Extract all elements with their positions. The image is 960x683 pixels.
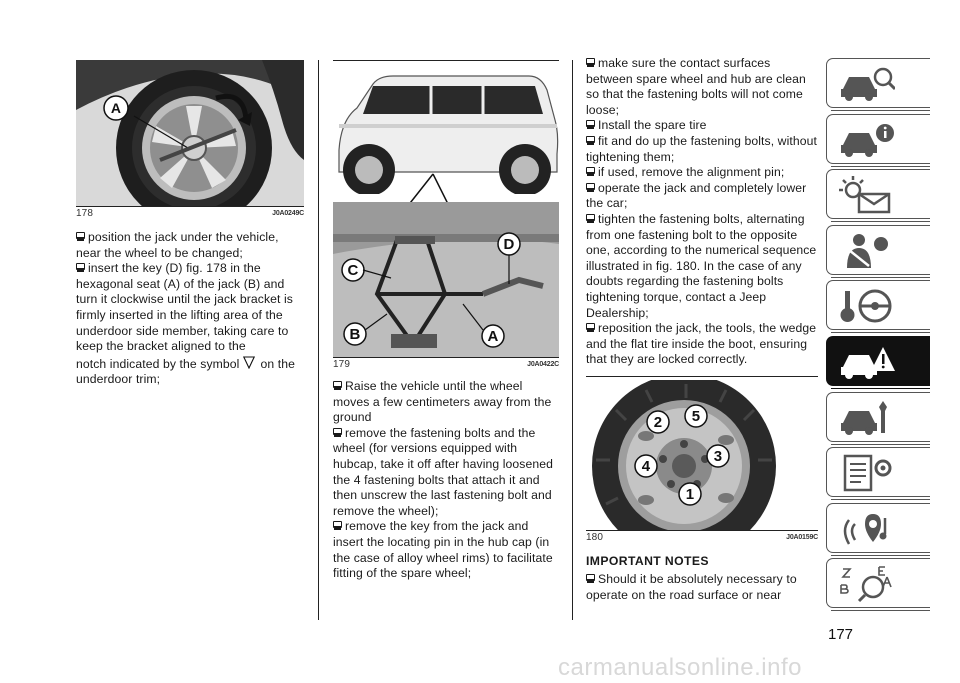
tab-car-dashboard[interactable]: [826, 58, 930, 111]
instruction-item: insert the key (D) fig. 178 in the hexag…: [76, 261, 293, 354]
page-number: 177: [828, 626, 854, 643]
bolt-sequence-3: 3: [714, 448, 722, 465]
wheel-jack-key-illustration: A: [76, 60, 304, 206]
jeep-jack-position-illustration: D C B A: [333, 64, 559, 357]
tab-technical-data[interactable]: [826, 447, 930, 501]
figure-code: J0A0422C: [527, 361, 559, 369]
instruction-item: remove the key from the jack and insert …: [333, 519, 553, 581]
figure-label-c: C: [348, 262, 359, 279]
bullet-icon: [76, 263, 85, 273]
figure-code: J0A0249C: [272, 210, 304, 218]
bullet-icon: [586, 323, 595, 333]
column-3: make sure the contact surfaces between s…: [586, 56, 818, 604]
watermark: carmanualsonline.info: [558, 654, 802, 681]
bolt-sequence-1: 1: [686, 486, 694, 503]
figure-label-a: A: [488, 328, 499, 345]
instruction-item: position the jack under the vehicle, nea…: [76, 230, 279, 260]
tab-alphabetical-index[interactable]: [826, 558, 930, 612]
section-heading: IMPORTANT NOTES: [586, 553, 709, 568]
figure-179: D C B A: [333, 64, 559, 357]
bullet-icon: [76, 232, 85, 242]
instruction-item: reposition the jack, the tools, the wedg…: [586, 321, 817, 367]
column-divider-1: [318, 60, 319, 620]
column-1: A 178 J0A0249C position the jack under t…: [76, 60, 304, 388]
bullet-icon: [586, 182, 595, 193]
instruction-item: fit and do up the fastening bolts, witho…: [586, 133, 817, 164]
figure-caption: 179 J0A0422C: [333, 357, 559, 373]
tab-maintenance[interactable]: [826, 391, 930, 445]
alphabetical-index-icon: [840, 566, 892, 603]
warning-lights-message-icon: [839, 176, 891, 214]
figure-178: A: [76, 60, 304, 206]
instruction-item: remove the fastening bolts and the wheel…: [333, 425, 554, 518]
instruction-item: Should it be absolutely necessary to ope…: [586, 572, 797, 603]
chapter-tabs: [826, 58, 930, 614]
instruction-item: Raise the vehicle until the wheel moves …: [333, 379, 552, 425]
bullet-icon: [586, 135, 595, 146]
steering-wheel-key-icon: [840, 289, 892, 323]
bullet-icon: [333, 381, 342, 391]
figure-caption: 180 J0A0159C: [586, 529, 818, 546]
bullet-icon: [586, 213, 595, 224]
figure-number: 179: [333, 359, 350, 371]
bolt-sequence-5: 5: [692, 408, 700, 425]
bolt-sequence-4: 4: [642, 458, 651, 475]
bullet-icon: [586, 58, 595, 68]
tab-steering-wheel[interactable]: [826, 280, 930, 334]
column-divider-2: [572, 60, 573, 620]
seatbelt-airbag-icon: [847, 233, 888, 268]
instruction-item: tighten the fastening bolts, alternating…: [586, 211, 817, 320]
multimedia-icon: [843, 513, 887, 545]
instruction-item: Install the spare tire: [586, 118, 818, 134]
car-emergency-icon: [841, 346, 895, 379]
car-maintenance-icon: [841, 400, 887, 435]
figure-label-d: D: [504, 236, 515, 253]
bolt-sequence-2: 2: [654, 414, 662, 431]
figure-180: 2 5 3 4 1: [586, 379, 818, 530]
technical-data-icon: [843, 454, 892, 492]
bullet-icon: [586, 167, 595, 177]
tab-seatbelt-airbag[interactable]: [826, 224, 930, 278]
tab-warning-lights[interactable]: [826, 169, 930, 223]
wheel-bolt-sequence-illustration: 2 5 3 4 1: [586, 379, 818, 530]
instruction-item: if used, remove the alignment pin;: [586, 165, 818, 181]
tab-emergency[interactable]: [826, 335, 930, 389]
figure-code: J0A0159C: [786, 534, 818, 542]
column-2: D C B A 179 J0A0422C Raise the vehicle u…: [333, 60, 559, 582]
tab-multimedia[interactable]: [826, 502, 930, 556]
tab-car-info[interactable]: [826, 113, 930, 167]
car-dashboard-icon: [841, 67, 895, 101]
instruction-item: make sure the contact surfaces between s…: [586, 56, 806, 117]
bullet-icon: [333, 427, 342, 438]
bullet-icon: [333, 521, 342, 531]
figure-top-rule: [586, 375, 818, 377]
figure-label-a: A: [111, 100, 121, 116]
bullet-icon: [586, 120, 595, 130]
figure-number: 180: [586, 532, 603, 544]
instruction-item: operate the jack and completely lower th…: [586, 180, 807, 211]
figure-number: 178: [76, 208, 93, 220]
figure-top-rule: [333, 60, 559, 61]
figure-caption: 178 J0A0249C: [76, 206, 304, 222]
bullet-icon: [586, 574, 595, 584]
notch-triangle-icon: [243, 356, 256, 369]
figure-label-b: B: [350, 326, 361, 343]
car-info-icon: [841, 123, 894, 157]
